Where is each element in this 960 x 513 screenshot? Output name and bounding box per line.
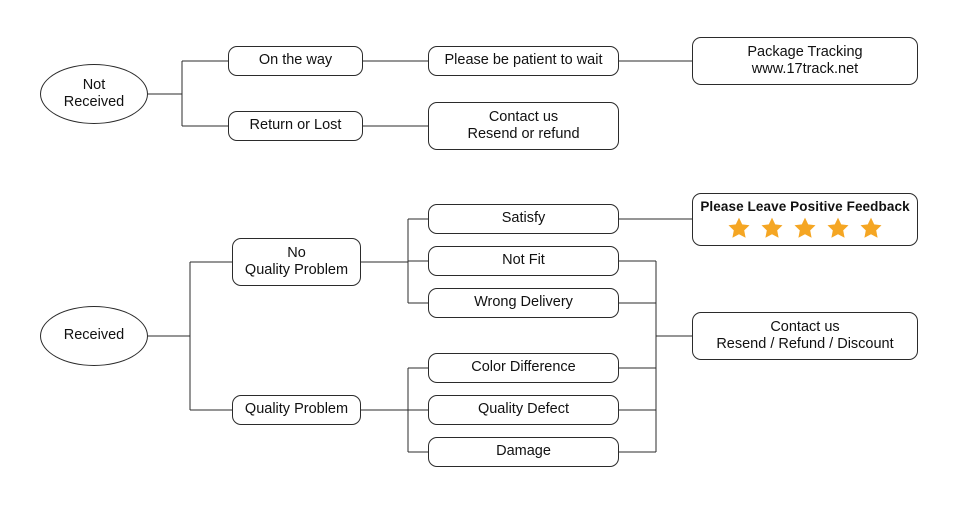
node-contact-us-resend-refund-discount[interactable]: Contact us Resend / Refund / Discount (692, 312, 918, 360)
node-satisfy[interactable]: Satisfy (428, 204, 619, 234)
node-color-difference[interactable]: Color Difference (428, 353, 619, 383)
star-icon[interactable] (727, 216, 751, 240)
node-please-be-patient[interactable]: Please be patient to wait (428, 46, 619, 76)
node-received[interactable]: Received (40, 306, 148, 366)
node-no-quality-problem[interactable]: No Quality Problem (232, 238, 361, 286)
node-damage[interactable]: Damage (428, 437, 619, 467)
star-icon[interactable] (826, 216, 850, 240)
node-not-fit[interactable]: Not Fit (428, 246, 619, 276)
feedback-title: Please Leave Positive Feedback (700, 199, 910, 214)
node-contact-us-resend-refund[interactable]: Contact us Resend or refund (428, 102, 619, 150)
star-icon[interactable] (793, 216, 817, 240)
star-rating[interactable] (727, 216, 883, 240)
node-package-tracking[interactable]: Package Tracking www.17track.net (692, 37, 918, 85)
node-not-received[interactable]: Not Received (40, 64, 148, 124)
node-positive-feedback-card[interactable]: Please Leave Positive Feedback (692, 193, 918, 246)
node-quality-problem[interactable]: Quality Problem (232, 395, 361, 425)
node-wrong-delivery[interactable]: Wrong Delivery (428, 288, 619, 318)
node-quality-defect[interactable]: Quality Defect (428, 395, 619, 425)
star-icon[interactable] (760, 216, 784, 240)
node-return-or-lost[interactable]: Return or Lost (228, 111, 363, 141)
node-on-the-way[interactable]: On the way (228, 46, 363, 76)
star-icon[interactable] (859, 216, 883, 240)
